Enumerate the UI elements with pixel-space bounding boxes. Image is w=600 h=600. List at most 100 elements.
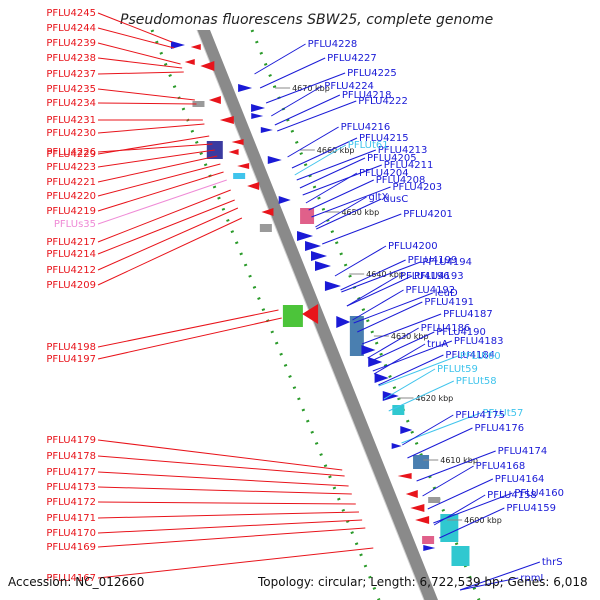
reverse-gene-arrow bbox=[261, 208, 274, 216]
forward-gene-arrow bbox=[267, 156, 282, 164]
gene-label-pflu4229: PFLU4229 bbox=[46, 149, 96, 160]
leader-line bbox=[361, 313, 442, 345]
gene-feature-block bbox=[282, 305, 303, 327]
leader-line bbox=[372, 340, 453, 372]
leader-line bbox=[97, 309, 279, 348]
gene-feature-block bbox=[428, 497, 441, 503]
gene-label-pflu4194: PFLU4194 bbox=[422, 257, 472, 268]
gene-label-pflu4228: PFLU4228 bbox=[308, 39, 358, 50]
leader-line bbox=[274, 94, 341, 126]
gene-label-pflu4160: PFLU4160 bbox=[514, 488, 564, 499]
gene-feature-block bbox=[259, 224, 272, 232]
forward-gene-arrow bbox=[238, 84, 253, 92]
gene-label-pflu4197: PFLU4197 bbox=[46, 354, 96, 365]
gene-feature-block bbox=[233, 173, 246, 179]
leader-line bbox=[311, 186, 391, 218]
gene-label-pflu4171: PFLU4171 bbox=[46, 513, 96, 524]
gene-label-pflu4244: PFLU4244 bbox=[46, 23, 96, 34]
gene-label-pflu4220: PFLU4220 bbox=[46, 191, 96, 202]
gene-label-leud: leuD bbox=[435, 288, 458, 299]
gene-label-pflu4169: PFLU4169 bbox=[46, 542, 96, 553]
leader-line bbox=[388, 380, 454, 412]
leader-line bbox=[346, 275, 399, 307]
leader-line bbox=[439, 507, 505, 539]
gene-label-pflu4245: PFLU4245 bbox=[46, 8, 96, 19]
leader-line bbox=[97, 171, 224, 212]
leader-line bbox=[357, 301, 423, 333]
forward-gene-arrow bbox=[391, 443, 402, 449]
gene-label-pflu4222: PFLU4222 bbox=[358, 96, 408, 107]
gene-label-pflu4168: PFLU4168 bbox=[476, 461, 526, 472]
gene-label-pflu4193: PFLU4193 bbox=[414, 271, 464, 282]
gene-label-pflu4201: PFLU4201 bbox=[403, 209, 453, 220]
leader-line bbox=[97, 12, 172, 43]
leader-line bbox=[422, 465, 474, 497]
leader-line bbox=[97, 123, 205, 134]
gene-label-pflu4183: PFLU4183 bbox=[454, 336, 504, 347]
gene-label-pflu4238: PFLU4238 bbox=[46, 53, 96, 64]
right-label-leaders bbox=[254, 43, 541, 591]
leader-line bbox=[97, 88, 195, 101]
gene-label-pflu4214: PFLU4214 bbox=[46, 249, 96, 260]
leader-line bbox=[352, 289, 404, 321]
forward-gene-arrow bbox=[336, 316, 351, 328]
gene-feature-block bbox=[300, 208, 315, 224]
forward-gene-arrow bbox=[260, 127, 273, 133]
leader-line bbox=[97, 439, 343, 471]
tick-label: 4600 kbp bbox=[464, 516, 502, 525]
reverse-gene-arrow bbox=[302, 304, 319, 324]
reverse-gene-arrow bbox=[247, 182, 260, 190]
leader-line bbox=[302, 164, 382, 196]
gene-label-pflu4179: PFLU4179 bbox=[46, 435, 96, 446]
leader-line bbox=[383, 368, 436, 400]
leader-line bbox=[265, 72, 346, 104]
gene-label-rpmi: rpmI bbox=[520, 573, 543, 584]
leader-line bbox=[97, 71, 184, 75]
leader-line bbox=[315, 196, 367, 228]
gene-label-pflut60: PFLUt60 bbox=[460, 351, 501, 362]
gene-label-pflu4211: PFLU4211 bbox=[384, 160, 434, 171]
reverse-gene-arrow bbox=[200, 61, 215, 71]
leader-line bbox=[427, 478, 494, 510]
leader-line bbox=[259, 57, 326, 89]
gene-label-pflu4209: PFLU4209 bbox=[46, 280, 96, 291]
leader-line bbox=[334, 245, 387, 277]
leader-line bbox=[378, 354, 444, 386]
reverse-gene-arrow bbox=[208, 96, 221, 104]
gene-label-pflu4196: PFLU4196 bbox=[400, 271, 450, 282]
leader-line bbox=[305, 172, 358, 204]
forward-gene-arrow bbox=[382, 391, 399, 401]
gene-label-pflu4239: PFLU4239 bbox=[46, 38, 96, 49]
forward-gene-arrow bbox=[170, 41, 185, 49]
gene-label-pflu4198: PFLU4198 bbox=[46, 342, 96, 353]
leader-line bbox=[369, 331, 435, 363]
gene-label-pflu4225: PFLU4225 bbox=[347, 68, 397, 79]
forward-gene-arrow bbox=[311, 251, 328, 261]
leader-line bbox=[378, 355, 459, 387]
reverse-gene-arrow bbox=[190, 44, 201, 50]
leader-line bbox=[97, 501, 356, 505]
gene-label-pflu4215: PFLU4215 bbox=[359, 133, 409, 144]
leader-line bbox=[97, 155, 218, 183]
reverse-gene-arrow bbox=[410, 504, 425, 512]
forward-gene-arrow bbox=[400, 426, 413, 434]
gene-label-dusc: dusC bbox=[383, 194, 408, 205]
gene-label-pflu4158: PFLU4158 bbox=[487, 490, 537, 501]
gene-label-pflu4174: PFLU4174 bbox=[498, 446, 548, 457]
gene-label-pflu4159: PFLU4159 bbox=[506, 503, 556, 514]
forward-gene-arrow bbox=[324, 281, 341, 291]
gene-label-pflu4178: PFLU4178 bbox=[46, 451, 96, 462]
reverse-gene-arrow bbox=[184, 59, 195, 65]
gene-label-pflu4208: PFLU4208 bbox=[376, 175, 426, 186]
leader-line bbox=[270, 85, 323, 117]
gene-label-pflu4218: PFLU4218 bbox=[342, 90, 392, 101]
leader-line bbox=[97, 519, 363, 534]
leader-line bbox=[340, 259, 406, 291]
leader-line bbox=[97, 179, 227, 225]
gene-label-pflu4187: PFLU4187 bbox=[443, 309, 493, 320]
leader-line bbox=[97, 189, 231, 243]
leader-line bbox=[287, 126, 339, 158]
gene-features bbox=[170, 41, 470, 566]
gene-feature-block bbox=[422, 536, 435, 544]
